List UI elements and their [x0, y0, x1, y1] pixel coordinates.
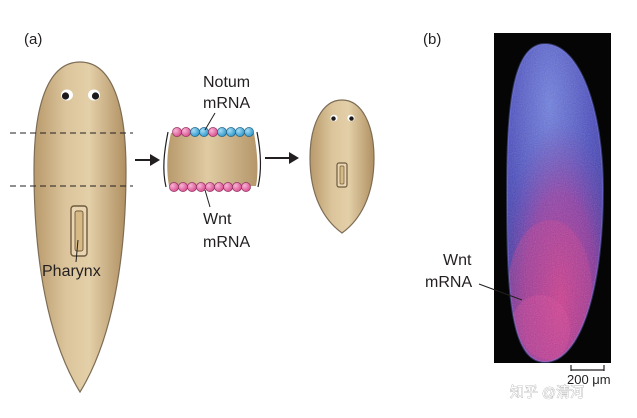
notum-bead	[235, 127, 245, 137]
regenerated-eye-spots	[330, 114, 355, 122]
arrow-1	[135, 154, 160, 166]
notum-bead	[217, 127, 227, 137]
regenerated-planarian	[309, 99, 375, 234]
intact-planarian	[33, 61, 127, 394]
wnt-label-a-line2: mRNA	[203, 234, 250, 251]
wnt-label-b-line2: mRNA	[425, 274, 472, 291]
wnt-bead	[208, 127, 218, 137]
regenerated-pharynx	[336, 162, 348, 188]
notum-bead	[226, 127, 236, 137]
wnt-bead	[232, 182, 242, 192]
pharynx-label: Pharynx	[42, 263, 101, 280]
pharynx	[70, 205, 88, 257]
panel-a-label: (a)	[24, 31, 42, 48]
wnt-label-a-line1: Wnt	[203, 211, 232, 228]
notum-bead	[199, 127, 209, 137]
notum-mrna-beads	[172, 127, 254, 137]
arrow-2	[265, 152, 299, 164]
fragment-body	[167, 133, 258, 186]
wnt-label-b-line1: Wnt	[443, 252, 472, 269]
eye-spots	[61, 89, 100, 101]
wnt-bead	[187, 182, 197, 192]
notum-label-line2: mRNA	[203, 95, 250, 112]
notum-label-line1: Notum	[203, 74, 250, 91]
wnt-bead	[172, 127, 182, 137]
panel-b-label: (b)	[423, 31, 441, 48]
wnt-leader-b	[478, 283, 523, 301]
wnt-leader-a	[204, 189, 211, 208]
wnt-bead	[205, 182, 215, 192]
trunk-fragment	[163, 127, 262, 192]
scale-bar-label: 200 μm	[567, 372, 611, 387]
pharynx-leader	[75, 239, 79, 263]
notum-bead	[244, 127, 254, 137]
notum-bead	[190, 127, 200, 137]
wnt-mrna-beads	[169, 182, 251, 192]
notum-leader	[204, 112, 216, 131]
fluorescence-micrograph	[494, 33, 611, 364]
wnt-bead	[181, 127, 191, 137]
wnt-bead	[241, 182, 251, 192]
wnt-bead	[223, 182, 233, 192]
wnt-bead	[169, 182, 179, 192]
wnt-bead	[196, 182, 206, 192]
watermark-text: 知乎 @清河	[510, 384, 584, 400]
wnt-bead	[214, 182, 224, 192]
wnt-bead	[178, 182, 188, 192]
scale-bar	[570, 365, 605, 371]
